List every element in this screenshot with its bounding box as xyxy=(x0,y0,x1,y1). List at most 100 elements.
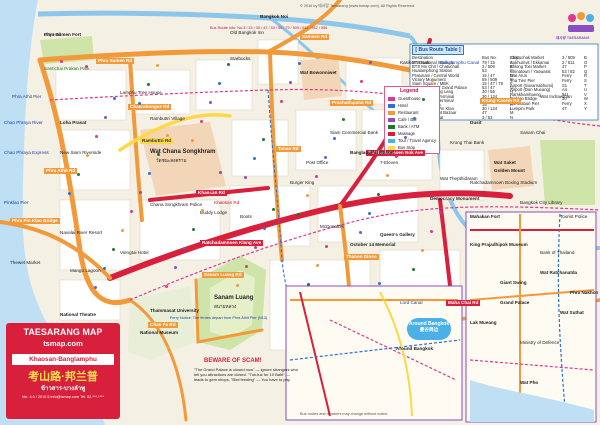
poi-pin[interactable] xyxy=(431,79,434,82)
place-label[interactable]: Post Office xyxy=(306,160,329,165)
poi-pin[interactable] xyxy=(227,63,230,66)
poi-pin[interactable] xyxy=(165,285,168,288)
poi-pin[interactable] xyxy=(359,231,362,234)
place-label[interactable]: Grand Palace xyxy=(500,300,530,305)
poi-pin[interactable] xyxy=(342,118,345,121)
poi-pin[interactable] xyxy=(200,120,203,123)
poi-pin[interactable] xyxy=(422,98,425,101)
place-label[interactable]: Wat Indrawihan xyxy=(540,94,572,99)
poi-pin[interactable] xyxy=(77,173,80,176)
poi-pin[interactable] xyxy=(306,194,309,197)
poi-pin[interactable] xyxy=(244,176,247,179)
poi-pin[interactable] xyxy=(253,157,256,160)
poi-pin[interactable] xyxy=(236,284,239,287)
brand-url[interactable]: tsmap.com xyxy=(43,339,83,348)
poi-pin[interactable] xyxy=(201,209,204,212)
place-label[interactable]: Siam Commercial Bank xyxy=(330,130,378,135)
place-label[interactable]: Starbucks xyxy=(230,56,251,61)
poi-pin[interactable] xyxy=(209,101,212,104)
poi-pin[interactable] xyxy=(166,134,169,137)
place-label[interactable]: Wat Bowonniwet xyxy=(300,70,337,75)
poi-pin[interactable] xyxy=(139,191,142,194)
poi-pin[interactable] xyxy=(138,102,141,105)
place-label[interactable]: Wat Suthat xyxy=(560,310,584,315)
place-label[interactable]: Thewet Market xyxy=(10,260,41,265)
poi-pin[interactable] xyxy=(263,227,266,230)
poi-pin[interactable] xyxy=(439,211,442,214)
poi-pin[interactable] xyxy=(297,213,300,216)
place-label[interactable]: Wat Saket xyxy=(494,160,516,165)
poi-pin[interactable] xyxy=(421,249,424,252)
place-label[interactable]: 7-Eleven xyxy=(380,160,399,165)
place-label[interactable]: วัดชนะสงคราม xyxy=(156,158,187,163)
place-label[interactable]: National Museum xyxy=(140,330,179,335)
poi-pin[interactable] xyxy=(245,265,248,268)
place-label[interactable]: Wat Pho xyxy=(520,380,539,385)
around-bangkok-badge[interactable]: Around Bangkok 曼谷周边 xyxy=(407,318,451,340)
place-label[interactable]: Burger King xyxy=(290,180,315,185)
place-label[interactable]: Navalai River Resort xyxy=(60,230,103,235)
place-label[interactable]: Bangkok Noi xyxy=(260,14,289,19)
place-label[interactable]: Wat Thepthidaram xyxy=(440,176,478,181)
place-label[interactable]: Phra Athit Pier xyxy=(12,94,42,99)
place-label[interactable]: Mango Lagoon xyxy=(70,268,101,273)
place-label[interactable]: King Prajadhipok Museum xyxy=(470,242,528,247)
place-label[interactable]: Ratchadamnoen Boxing Stadium xyxy=(470,180,538,185)
place-label[interactable]: Chao Phraya River xyxy=(4,120,43,125)
place-label[interactable]: Rambuttri Village xyxy=(150,116,185,121)
poi-pin[interactable] xyxy=(147,83,150,86)
poi-pin[interactable] xyxy=(104,116,107,119)
place-label[interactable]: Banglamphu Canal xyxy=(440,60,480,65)
poi-pin[interactable] xyxy=(103,267,106,270)
poi-pin[interactable] xyxy=(219,171,222,174)
poi-pin[interactable] xyxy=(325,245,328,248)
place-label[interactable]: New Siam Riverside xyxy=(60,150,102,155)
place-label[interactable]: October 14 Memorial xyxy=(350,242,396,247)
place-label[interactable]: Democracy Monument xyxy=(430,196,480,201)
poi-pin[interactable] xyxy=(85,65,88,68)
poi-pin[interactable] xyxy=(86,154,89,157)
poi-pin[interactable] xyxy=(315,175,318,178)
poi-pin[interactable] xyxy=(68,192,71,195)
poi-pin[interactable] xyxy=(192,228,195,231)
poi-pin[interactable] xyxy=(95,135,98,138)
place-label[interactable]: Pinklao Pier xyxy=(4,200,29,205)
poi-pin[interactable] xyxy=(368,212,371,215)
poi-pin[interactable] xyxy=(333,137,336,140)
poi-pin[interactable] xyxy=(378,282,381,285)
poi-pin[interactable] xyxy=(377,193,380,196)
poi-pin[interactable] xyxy=(395,155,398,158)
poi-pin[interactable] xyxy=(174,266,177,269)
place-label[interactable]: Phra Nakhon xyxy=(570,290,599,295)
place-label[interactable]: Banglamphu Market xyxy=(350,150,394,155)
place-label[interactable]: Giant Swing xyxy=(500,280,527,285)
poi-pin[interactable] xyxy=(430,230,433,233)
place-label[interactable]: Around Bangkok xyxy=(396,346,434,351)
place-label[interactable]: Wat Ratchanatda xyxy=(540,270,578,275)
poi-pin[interactable] xyxy=(156,64,159,67)
place-label[interactable]: Thammasat University xyxy=(150,308,200,313)
poi-pin[interactable] xyxy=(148,172,151,175)
poi-pin[interactable] xyxy=(412,268,415,271)
place-label[interactable]: Sanam Chai xyxy=(520,130,546,135)
poi-pin[interactable] xyxy=(280,100,283,103)
place-label[interactable]: Old Bangkok Inn xyxy=(230,30,264,35)
poi-pin[interactable] xyxy=(404,136,407,139)
poi-pin[interactable] xyxy=(298,62,301,65)
poi-pin[interactable] xyxy=(271,119,274,122)
poi-pin[interactable] xyxy=(413,117,416,120)
poi-pin[interactable] xyxy=(113,97,116,100)
place-label[interactable]: City Hall xyxy=(44,32,62,37)
poi-pin[interactable] xyxy=(130,210,133,213)
poi-pin[interactable] xyxy=(112,248,115,251)
place-label[interactable]: Lak Mueang xyxy=(470,320,497,325)
place-label[interactable]: Boots xyxy=(240,214,252,219)
poi-pin[interactable] xyxy=(254,246,257,249)
poi-pin[interactable] xyxy=(316,264,319,267)
poi-pin[interactable] xyxy=(289,81,292,84)
place-label[interactable]: Dusit xyxy=(470,120,482,125)
poi-pin[interactable] xyxy=(369,61,372,64)
place-label[interactable]: McDonald's xyxy=(320,224,344,229)
place-label[interactable]: Chana Songkhram Police xyxy=(150,202,203,207)
poi-pin[interactable] xyxy=(157,153,160,156)
